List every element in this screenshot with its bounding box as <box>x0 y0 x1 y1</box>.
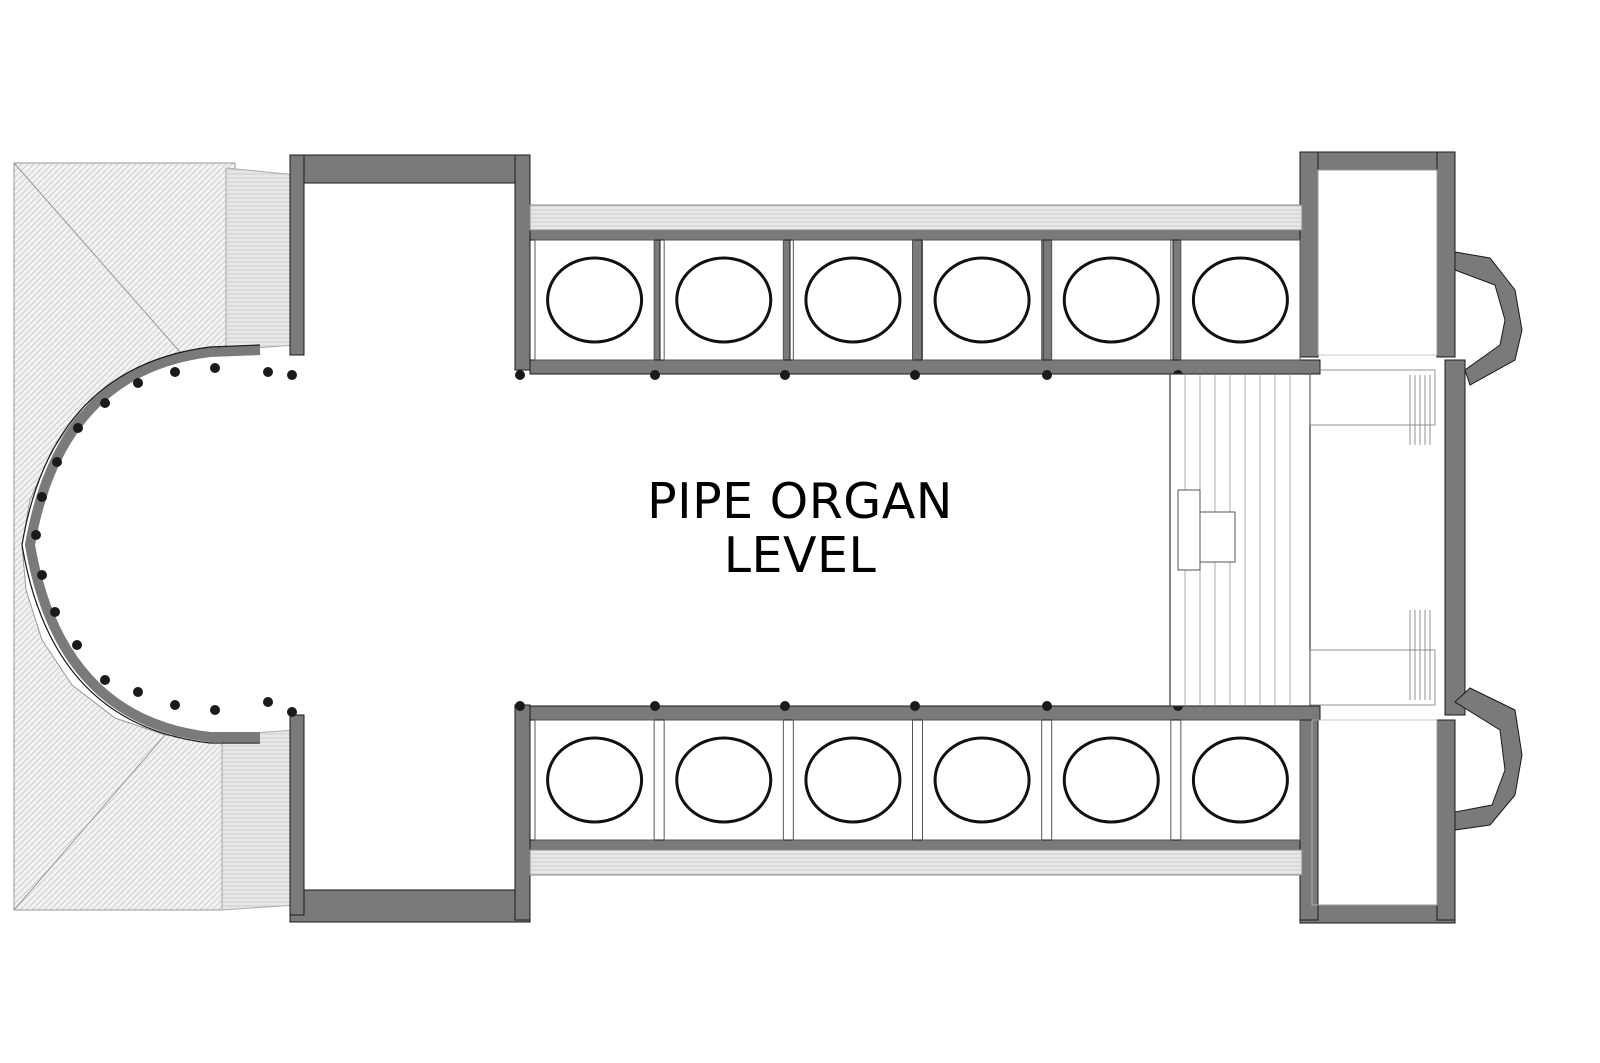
column-18 <box>100 398 110 408</box>
column-31 <box>287 707 297 717</box>
column-16 <box>170 367 180 377</box>
lower-strip <box>529 849 1303 876</box>
column-19 <box>73 423 83 433</box>
stairs <box>1309 169 1438 906</box>
walls <box>289 151 1466 924</box>
organ-pipe-top-2 <box>675 256 773 344</box>
column-13 <box>263 367 273 377</box>
column-15 <box>210 363 220 373</box>
column-12 <box>515 701 525 711</box>
column-5 <box>910 370 920 380</box>
column-21 <box>37 492 47 502</box>
plan-title-line2: LEVEL <box>723 527 877 584</box>
organ-pipe-top-5 <box>1062 256 1160 344</box>
organ-pipe-bottom-2 <box>675 736 773 824</box>
organ-pipe-bottom-5 <box>1062 736 1160 824</box>
column-22 <box>31 530 41 540</box>
column-8 <box>1042 701 1052 711</box>
roof-hatch-left <box>13 162 297 911</box>
column-17 <box>133 378 143 388</box>
organ-pipe-top-6 <box>1191 256 1289 344</box>
column-2 <box>650 701 660 711</box>
organ-pipe-bottom-3 <box>804 736 902 824</box>
column-11 <box>515 370 525 380</box>
column-30 <box>263 697 273 707</box>
column-1 <box>650 370 660 380</box>
organ-gallery <box>1169 373 1311 707</box>
organ-pipe-bottom-6 <box>1191 736 1289 824</box>
organ-pipe-top-1 <box>546 256 644 344</box>
organ-bays-bottom <box>534 719 1301 841</box>
column-6 <box>910 701 920 711</box>
organ-bench <box>1199 511 1236 563</box>
plan-title: PIPE ORGAN LEVEL <box>560 475 1040 583</box>
column-14 <box>287 370 297 380</box>
column-27 <box>133 687 143 697</box>
organ-bays-top <box>534 239 1301 361</box>
bay-windows <box>1454 251 1523 831</box>
organ-pipe-bottom-1 <box>546 736 644 824</box>
organ-pipe-top-3 <box>804 256 902 344</box>
column-7 <box>1042 370 1052 380</box>
organ-pipe-top-4 <box>933 256 1031 344</box>
upper-strip <box>529 204 1303 231</box>
organ-console <box>1177 489 1201 571</box>
column-3 <box>780 370 790 380</box>
column-23 <box>37 570 47 580</box>
apse-wall <box>21 344 261 744</box>
column-20 <box>52 457 62 467</box>
columns <box>31 363 1183 717</box>
column-26 <box>100 675 110 685</box>
column-28 <box>170 700 180 710</box>
column-24 <box>50 607 60 617</box>
organ-pipe-bottom-4 <box>933 736 1031 824</box>
column-29 <box>210 705 220 715</box>
column-25 <box>72 640 82 650</box>
column-4 <box>780 701 790 711</box>
plan-title-line1: PIPE ORGAN <box>647 473 953 530</box>
